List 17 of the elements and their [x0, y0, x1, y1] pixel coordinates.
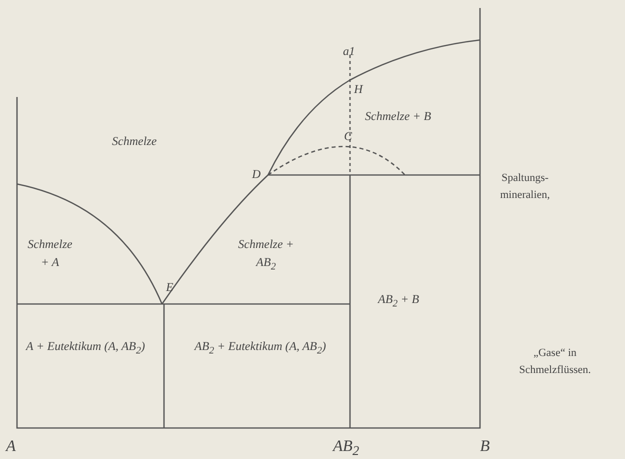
axis-label: A [6, 438, 17, 456]
point-label: E [166, 279, 174, 296]
axis-label: AB$_{2}$ [333, 438, 360, 459]
region-label: Schmelze + B [365, 108, 432, 125]
side-note: Spaltungs- mineralien, [499, 171, 551, 203]
point-label: a1 [343, 43, 356, 60]
region-label: Schmelze + AB$_{2}$ [237, 236, 295, 274]
point-label: D [252, 166, 262, 183]
region-label: AB$_{2}$ + Eutektikum (A, AB$_{2}$) [193, 338, 326, 358]
point-label: C [344, 128, 354, 145]
region-label: AB$_{2}$ + B [378, 291, 420, 312]
axis-label: B [480, 438, 491, 456]
side-note: „Gase“ in Schmelzflüssen. [518, 346, 592, 378]
point-label: H [354, 81, 364, 98]
region-label: Schmelze [112, 133, 158, 150]
region-label: Schmelze + A [26, 236, 74, 271]
region-label: A + Eutektikum (A, AB$_{2}$) [25, 338, 145, 358]
